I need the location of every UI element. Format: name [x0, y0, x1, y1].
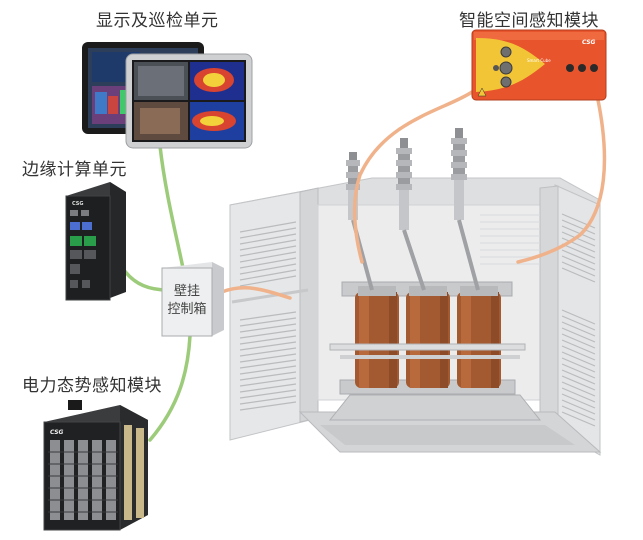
- link-spatial-to-transformer-a: [352, 90, 474, 264]
- link-cabinet-to-transformer: [220, 286, 292, 300]
- link-lines: [122, 90, 607, 442]
- label-wall-cabinet: 壁挂 控制箱: [162, 283, 212, 319]
- label-display-unit: 显示及巡检单元: [96, 11, 219, 31]
- coil-b: [406, 292, 450, 388]
- display-unit: [82, 42, 253, 149]
- coil-c: [457, 292, 501, 388]
- left-louvers: [239, 221, 297, 411]
- tablet-front: [125, 53, 253, 149]
- link-power-to-cabinet: [148, 334, 192, 442]
- bushing-middle: [396, 138, 412, 230]
- power-brand-text: CSG: [50, 429, 64, 436]
- wall-control-cabinet: [161, 262, 224, 337]
- link-display-to-cabinet: [158, 144, 185, 270]
- right-louvers: [561, 213, 596, 427]
- terminal-columns: [50, 440, 116, 520]
- edge-computing-unit: [65, 182, 126, 301]
- label-edge-unit: 边缘计算单元: [22, 160, 127, 180]
- transformer-core: [328, 281, 542, 421]
- label-wall-cabinet-line2: 控制箱: [167, 302, 207, 317]
- spatial-sensing-module: [471, 29, 607, 101]
- label-spatial-module: 智能空间感知模块: [459, 11, 599, 31]
- spatial-product-text: Smart Cube: [527, 58, 551, 63]
- bushing-right: [451, 128, 467, 220]
- label-wall-cabinet-line1: 壁挂: [173, 284, 200, 299]
- link-spatial-to-transformer-b: [516, 98, 607, 264]
- edge-brand-text: CSG: [72, 201, 83, 207]
- coil-a: [355, 292, 399, 388]
- power-situation-module: [43, 400, 148, 531]
- label-power-module: 电力态势感知模块: [22, 376, 162, 396]
- spatial-brand-text: CSG: [582, 39, 596, 46]
